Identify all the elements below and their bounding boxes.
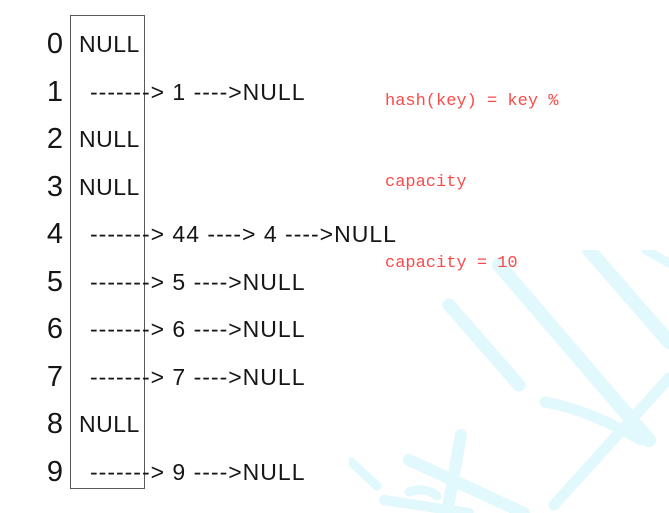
bucket-chain: -------> 5 ---->NULL — [90, 269, 306, 295]
annotation-line: capacity = 10 — [385, 254, 518, 273]
bucket-row-2: 2 NULL — [0, 122, 669, 156]
bucket-null-label: NULL — [79, 411, 140, 437]
bucket-row-3: 3 NULL — [0, 170, 669, 204]
bucket-chain: -------> 9 ---->NULL — [90, 459, 306, 485]
bucket-index: 6 — [46, 313, 63, 345]
bucket-null-label: NULL — [79, 126, 140, 152]
bucket-index: 2 — [46, 123, 63, 155]
bucket-row-0: 0 NULL — [0, 27, 669, 61]
bucket-chain: -------> 7 ---->NULL — [90, 364, 306, 390]
bucket-row-7: 7 -------> 7 ---->NULL — [0, 360, 669, 394]
annotation-line: capacity — [385, 173, 467, 192]
bucket-chain: -------> 6 ---->NULL — [90, 316, 306, 342]
bucket-index: 7 — [46, 361, 63, 393]
bucket-index: 0 — [46, 28, 63, 60]
bucket-index: 8 — [46, 408, 63, 440]
bucket-row-1: 1 -------> 1 ---->NULL — [0, 75, 669, 109]
bucket-index: 1 — [46, 76, 63, 108]
bucket-chain: -------> 1 ---->NULL — [90, 79, 306, 105]
bucket-array-box — [70, 15, 145, 489]
bucket-null-label: NULL — [79, 174, 140, 200]
bucket-index: 9 — [46, 456, 63, 488]
bucket-row-5: 5 -------> 5 ---->NULL — [0, 265, 669, 299]
hash-function-annotation: hash(key) = key % capacity capacity = 10 — [385, 34, 558, 331]
bucket-index: 3 — [46, 171, 63, 203]
annotation-line: hash(key) = key % — [385, 92, 559, 111]
bucket-index: 4 — [46, 218, 63, 250]
bucket-null-label: NULL — [79, 31, 140, 57]
bucket-row-9: 9 -------> 9 ---->NULL — [0, 455, 669, 489]
bucket-row-6: 6 -------> 6 ---->NULL — [0, 312, 669, 346]
bucket-index: 5 — [46, 266, 63, 298]
bucket-chain: -------> 44 ----> 4 ---->NULL — [90, 221, 397, 247]
bucket-row-8: 8 NULL — [0, 407, 669, 441]
bucket-row-4: 4 -------> 44 ----> 4 ---->NULL — [0, 217, 669, 251]
